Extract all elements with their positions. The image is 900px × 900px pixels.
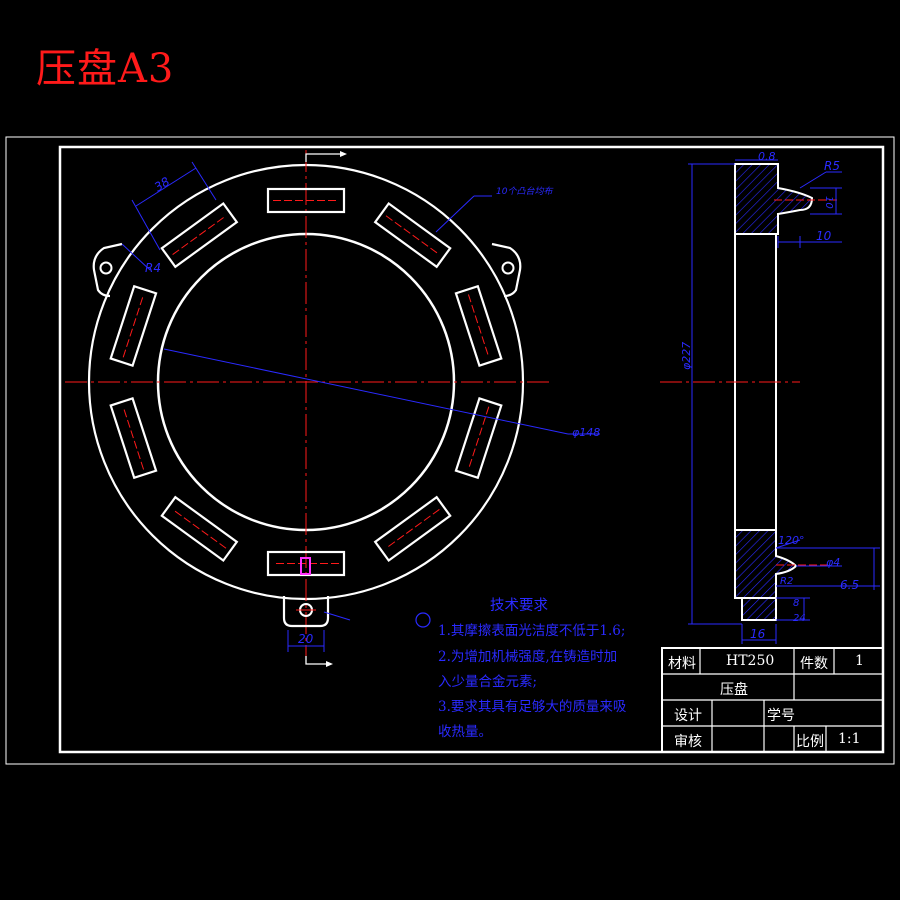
outer-sheet-border xyxy=(5,136,895,765)
dim-groove-depth: 10 xyxy=(823,196,834,209)
boss-slot-centerline xyxy=(122,294,145,358)
dim-corner-radius: R4 xyxy=(145,261,161,275)
dim-groove-radius: R5 xyxy=(824,159,840,173)
tech-req-item-4: 3.要求其具有足够大的质量来吸 xyxy=(438,699,627,715)
dim-slot-length: 38 xyxy=(152,174,173,194)
tb-student-id-label: 学号 xyxy=(767,708,795,724)
side-bottom-boss xyxy=(741,597,777,621)
tb-material-label: 材料 xyxy=(668,656,696,672)
left-lug xyxy=(92,242,123,298)
boss-slot xyxy=(373,201,452,269)
dim-boss-height: 8 xyxy=(793,598,799,609)
dim-thickness: 16 xyxy=(750,627,766,641)
tb-scale-label: 比例 xyxy=(796,734,824,750)
boss-slot-centerline xyxy=(467,294,490,358)
dim-chamfer-angle: 120° xyxy=(778,534,805,547)
boss-slot xyxy=(454,284,503,367)
dim-small-radius: R2 xyxy=(780,576,793,587)
dim-groove-width: 10 xyxy=(816,229,832,243)
tb-design-label: 设计 xyxy=(674,708,702,724)
marker-highlight xyxy=(300,557,311,575)
front-dimensions xyxy=(121,161,600,652)
tech-req-item-3: 入少量合金元素; xyxy=(438,674,538,690)
label-bosses: 10个凸台均布 xyxy=(496,186,554,197)
section-arrow-top-head xyxy=(340,151,347,157)
dim-lug-width: 20 xyxy=(298,632,314,646)
dim-top-offset: 0.8 xyxy=(758,150,776,163)
tb-scale-value: 1:1 xyxy=(838,731,861,747)
boss-slot-centerline xyxy=(467,406,490,470)
dim-hole-depth: 6.5 xyxy=(840,578,859,592)
tb-quantity-label: 件数 xyxy=(800,656,828,672)
tech-req-item-2: 2.为增加机械强度,在铸造时加 xyxy=(438,649,618,665)
dim-boss-total: 24 xyxy=(793,613,806,624)
side-top-section xyxy=(734,163,814,235)
side-view: 0.8 R5 10 10 φ227 120° φ4 6.5 R2 8 24 16 xyxy=(660,150,880,644)
bottom-lug xyxy=(282,596,330,628)
section-arrow-bottom xyxy=(305,656,326,665)
tb-quantity-value: 1 xyxy=(855,653,864,669)
tb-part-name: 压盘 xyxy=(720,682,748,698)
front-view: 38 R4 φ148 20 10个凸台均布 xyxy=(65,150,600,667)
side-dimensions xyxy=(688,159,880,644)
inner-sheet-border xyxy=(58,145,885,754)
boss-slot-centerline xyxy=(122,406,145,470)
dim-bore-diameter: φ148 xyxy=(572,426,600,439)
section-arrow-top xyxy=(305,153,340,162)
dim-outer-diameter: φ227 xyxy=(680,342,693,370)
boss-slot xyxy=(160,201,239,269)
boss-slot xyxy=(109,284,158,367)
boss-slot-centerline xyxy=(385,509,440,549)
tb-material-value: HT250 xyxy=(726,653,775,669)
section-arrow-bottom-head xyxy=(326,661,333,667)
note-reference-circle xyxy=(415,612,431,628)
boss-slots xyxy=(109,187,503,577)
tech-req-heading: 技术要求 xyxy=(490,598,548,614)
tech-req-item-5: 收热量。 xyxy=(438,724,492,740)
boss-slot xyxy=(454,397,503,480)
boss-slot xyxy=(109,397,158,480)
tb-review-label: 审核 xyxy=(674,734,702,750)
boss-slot xyxy=(266,187,346,214)
title-block-grid xyxy=(661,647,884,753)
side-bottom-section xyxy=(734,529,798,599)
dim-hole-diameter: φ4 xyxy=(826,556,840,569)
tech-req-item-1: 1.其摩擦表面光洁度不低于1.6; xyxy=(438,623,626,639)
boss-slot xyxy=(160,495,239,563)
right-lug xyxy=(491,242,522,298)
boss-slot xyxy=(373,495,452,563)
page-title: 压盘A3 xyxy=(36,46,175,92)
